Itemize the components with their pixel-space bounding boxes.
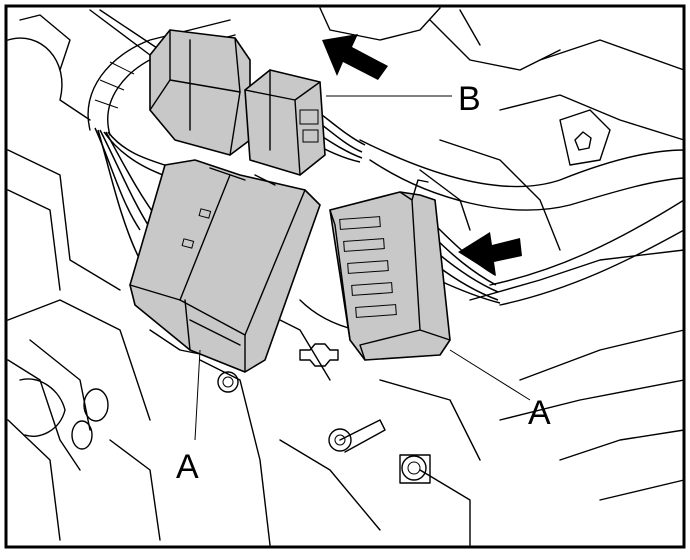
callout-a-left: A xyxy=(176,448,199,486)
release-arrow-icon xyxy=(458,232,522,276)
leader-lines xyxy=(194,95,531,441)
background-structure xyxy=(7,7,685,546)
connector-a-right xyxy=(329,179,451,361)
callout-b: B xyxy=(458,80,481,118)
connector-a-left xyxy=(129,159,321,373)
callout-a-right: A xyxy=(528,394,551,432)
connector-b-pair xyxy=(149,29,326,176)
push-direction-arrow-icon xyxy=(322,34,388,80)
